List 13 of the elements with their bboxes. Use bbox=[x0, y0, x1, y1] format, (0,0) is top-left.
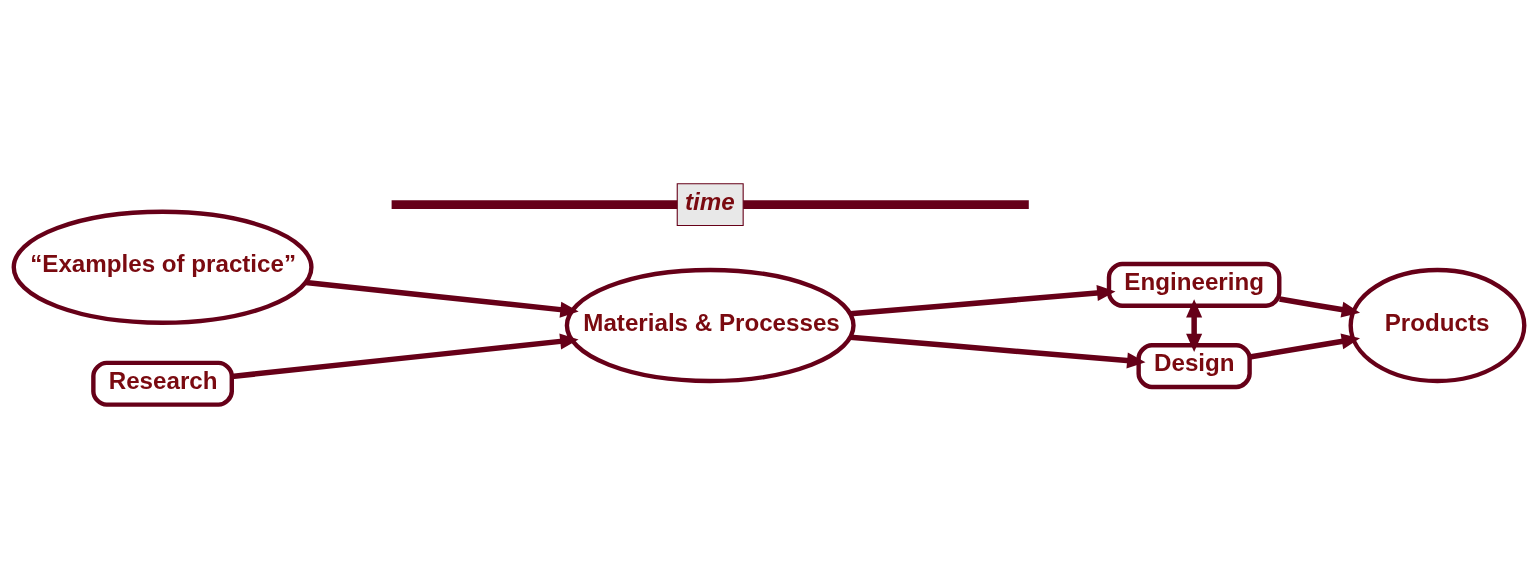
arrow bbox=[1186, 298, 1203, 352]
node-box: Engineering bbox=[1106, 261, 1282, 308]
arrow bbox=[850, 334, 1146, 369]
arrow bbox=[850, 284, 1116, 316]
node-box: Research bbox=[91, 360, 234, 407]
arrow bbox=[1279, 295, 1361, 318]
node-ellipse: Materials & Processes bbox=[564, 267, 856, 383]
node-box: Design bbox=[1136, 342, 1252, 389]
node-ellipse: “Examples of practice” bbox=[11, 209, 314, 325]
arrow bbox=[1249, 333, 1360, 360]
arrow bbox=[231, 332, 579, 379]
arrow bbox=[305, 279, 579, 318]
node-ellipse: Products bbox=[1348, 267, 1527, 383]
